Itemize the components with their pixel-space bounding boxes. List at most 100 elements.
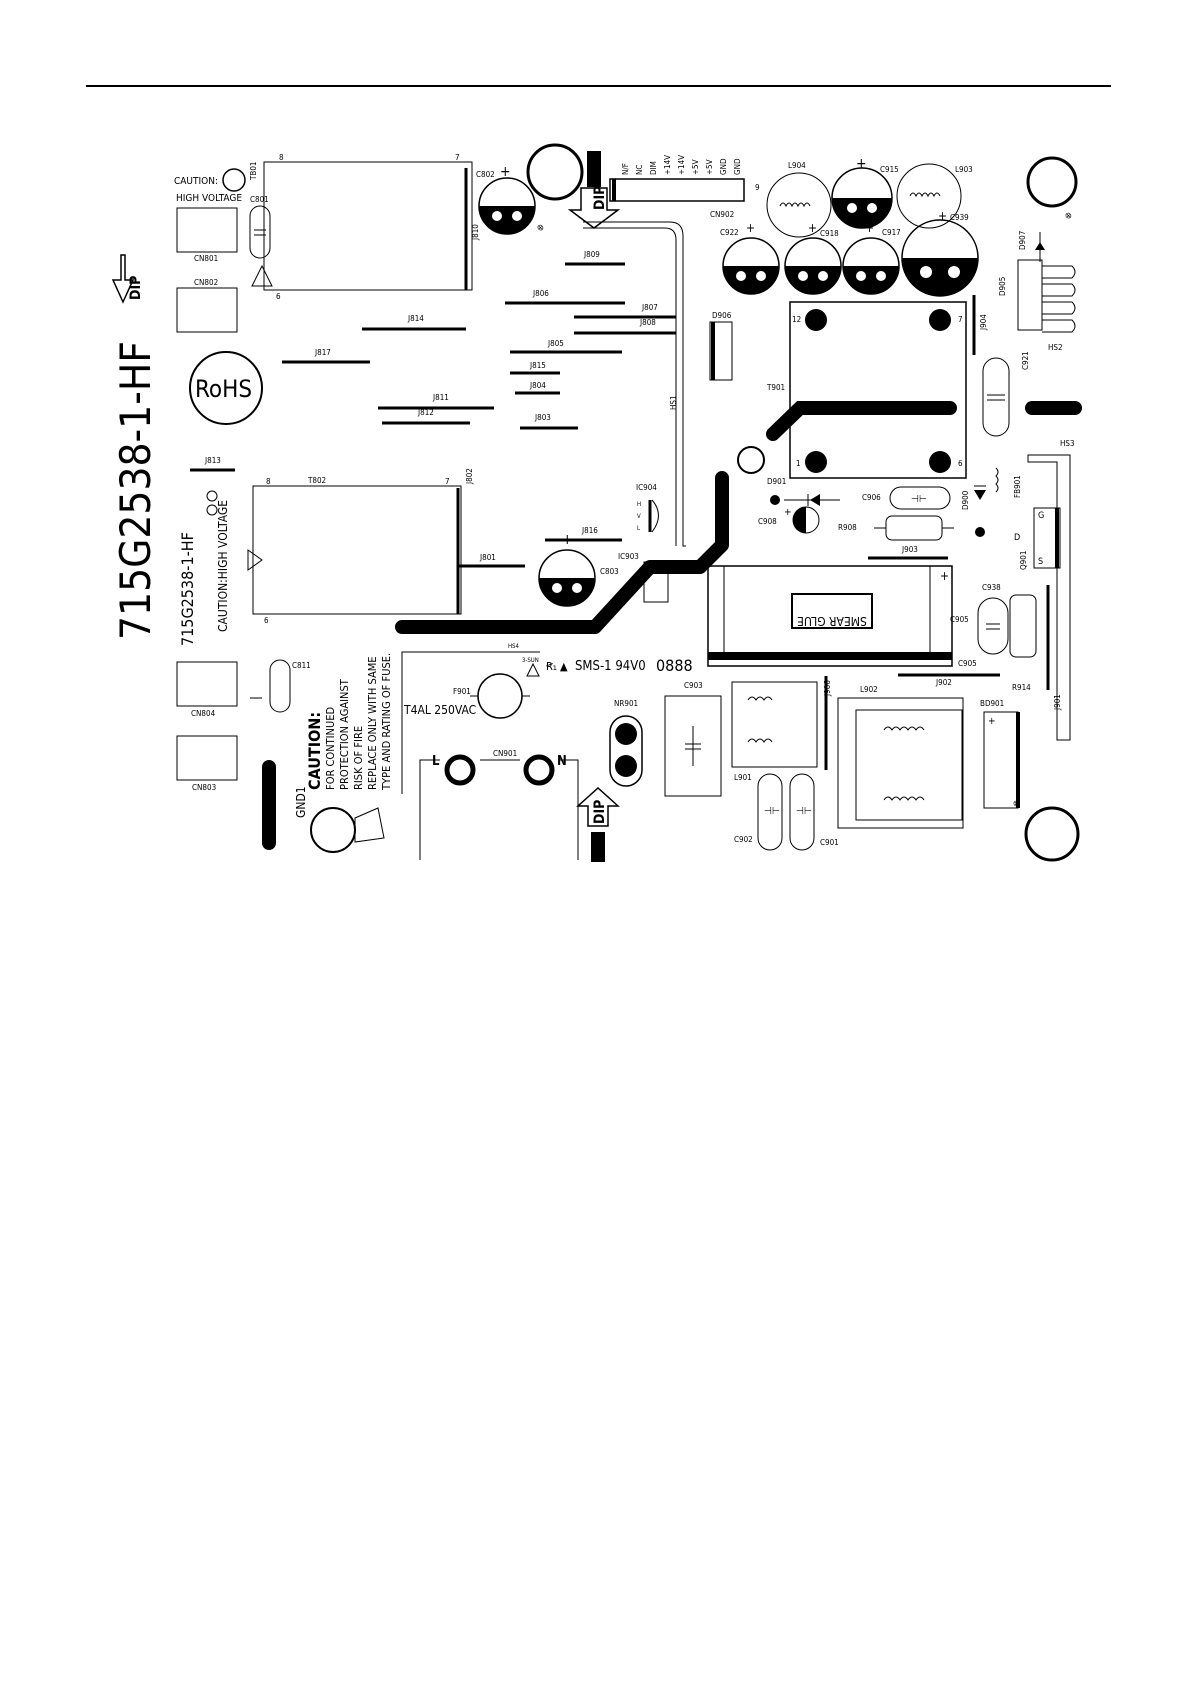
fuse-caution-line-1: FOR CONTINUED: [324, 707, 337, 790]
ic904-pin-v: V: [637, 513, 641, 520]
svg-text:+: +: [988, 716, 996, 727]
ic904-pin-h: H: [637, 501, 641, 508]
ref-CN901: CN901: [493, 749, 517, 758]
ref-CN802: CN802: [194, 278, 218, 287]
ref-IC903: IC903: [618, 552, 639, 561]
ref-C938: C938: [982, 583, 1001, 592]
ref-J815: J815: [529, 361, 546, 370]
ref-FB901: FB901: [1013, 475, 1022, 498]
dip-label-left: DIP: [128, 276, 144, 300]
capacitor-c938: [977, 597, 1009, 655]
ref-CN803: CN803: [192, 783, 216, 792]
ref-C902: C902: [734, 835, 753, 844]
svg-text:⊣⊢: ⊣⊢: [796, 806, 812, 817]
pin-gnd-b: GND: [733, 158, 742, 175]
pin-9: 9: [755, 183, 760, 192]
ref-J810: J810: [471, 224, 480, 241]
sun-mark: 3-SUN: [522, 657, 539, 664]
ic904-pin-l: L: [637, 525, 640, 532]
fuse-caution-line-5: TYPE AND RATING OF FUSE.: [380, 653, 393, 791]
pin-5v-b: +5V: [705, 159, 714, 175]
capacitor-c901: [789, 773, 815, 851]
line-label: L: [432, 754, 440, 769]
pin-1: 1: [796, 459, 801, 468]
capacitor-c906: [889, 486, 951, 510]
ref-HS2: HS2: [1048, 343, 1063, 352]
smear-glue-box: [791, 593, 873, 629]
fuse-f901: [477, 673, 523, 719]
svg-text:+: +: [856, 156, 867, 172]
cn803-pad: [176, 735, 238, 781]
mounting-hole-top-right: [1026, 156, 1078, 208]
capacitor-c801: [249, 205, 271, 259]
ref-C903: C903: [684, 681, 703, 690]
transistor-q901: [1033, 507, 1061, 569]
ref-J814: J814: [407, 314, 424, 323]
ref-J902: J902: [935, 678, 952, 687]
smear-glue-label: SMEAR GLUE: [797, 614, 867, 628]
svg-text:+: +: [500, 164, 511, 180]
ref-R914: R914: [1012, 683, 1031, 692]
transformer-t901: [789, 301, 967, 479]
ref-J903: J903: [901, 545, 918, 554]
ref-J816: J816: [581, 526, 598, 535]
pin-nf: N/F: [621, 163, 630, 175]
ac-terminal-n: [523, 754, 555, 786]
filter-block: [707, 565, 953, 667]
ref-C939: C939: [950, 213, 969, 222]
ref-J812: J812: [417, 408, 434, 417]
ref-BD901: BD901: [980, 699, 1004, 708]
ground-trace: [395, 471, 729, 634]
svg-text:Ꞧ₁ ▲: Ꞧ₁ ▲: [546, 660, 568, 673]
ref-HS3: HS3: [1060, 439, 1075, 448]
transformer-tb01: [263, 161, 473, 291]
ref-C901: C901: [820, 838, 839, 847]
ref-C918: C918: [820, 229, 839, 238]
ref-T901: T901: [766, 383, 785, 392]
ref-J809: J809: [583, 250, 600, 259]
svg-text:⊣⊢: ⊣⊢: [911, 494, 927, 505]
q901-pin-s: S: [1038, 557, 1043, 567]
ref-C801: C801: [250, 195, 269, 204]
connector-cn902: [609, 178, 745, 202]
svg-text:+: +: [562, 532, 573, 548]
ref-CN804: CN804: [191, 709, 216, 718]
ref-C921: C921: [1021, 351, 1030, 370]
svg-text:+: +: [940, 569, 949, 583]
pin-7b: 7: [445, 477, 450, 486]
ref-J817: J817: [314, 348, 331, 357]
ac-terminal-l: [444, 754, 476, 786]
ref-CN801: CN801: [194, 254, 218, 263]
ref-C908: C908: [758, 517, 777, 526]
inductor-l903: [896, 163, 962, 229]
ref-J904: J904: [979, 314, 988, 331]
dip-arrow-left: DIP: [111, 254, 144, 304]
hv-warning-triangle: [251, 264, 273, 287]
rohs-circle: [189, 351, 263, 425]
ref-C922: C922: [720, 228, 739, 237]
gnd1-mounting-hole: [310, 807, 356, 853]
pin-6c: 6: [958, 459, 963, 468]
pin-12: 12: [792, 315, 801, 324]
pin-dim: DIM: [649, 161, 658, 175]
part-number-small: 715G2538-1-HF: [178, 532, 197, 646]
inductor-l904: [766, 172, 832, 238]
ref-J805: J805: [547, 339, 564, 348]
t901-trace: [766, 401, 957, 441]
caution-hv-sub: HIGH VOLTAGE: [176, 193, 242, 204]
pcb-marking: SMS-1 94V0: [575, 659, 646, 674]
svg-text:⊕: ⊕: [1063, 210, 1075, 222]
page-rule: [86, 85, 1111, 87]
choke-l902: [837, 697, 964, 829]
ref-L901: L901: [734, 773, 752, 782]
cn804-pad: [176, 661, 238, 707]
ref-L903: L903: [955, 165, 973, 174]
ref-D906: D906: [712, 311, 732, 320]
ref-F901: F901: [453, 687, 471, 696]
diode-d905: [1017, 259, 1043, 331]
fuse-caution-line-3: RISK OF FIRE: [352, 726, 365, 790]
pin-14v-a: +14V: [663, 155, 672, 175]
mounting-hole-small: [222, 168, 246, 192]
inductor-l901: [731, 681, 818, 768]
